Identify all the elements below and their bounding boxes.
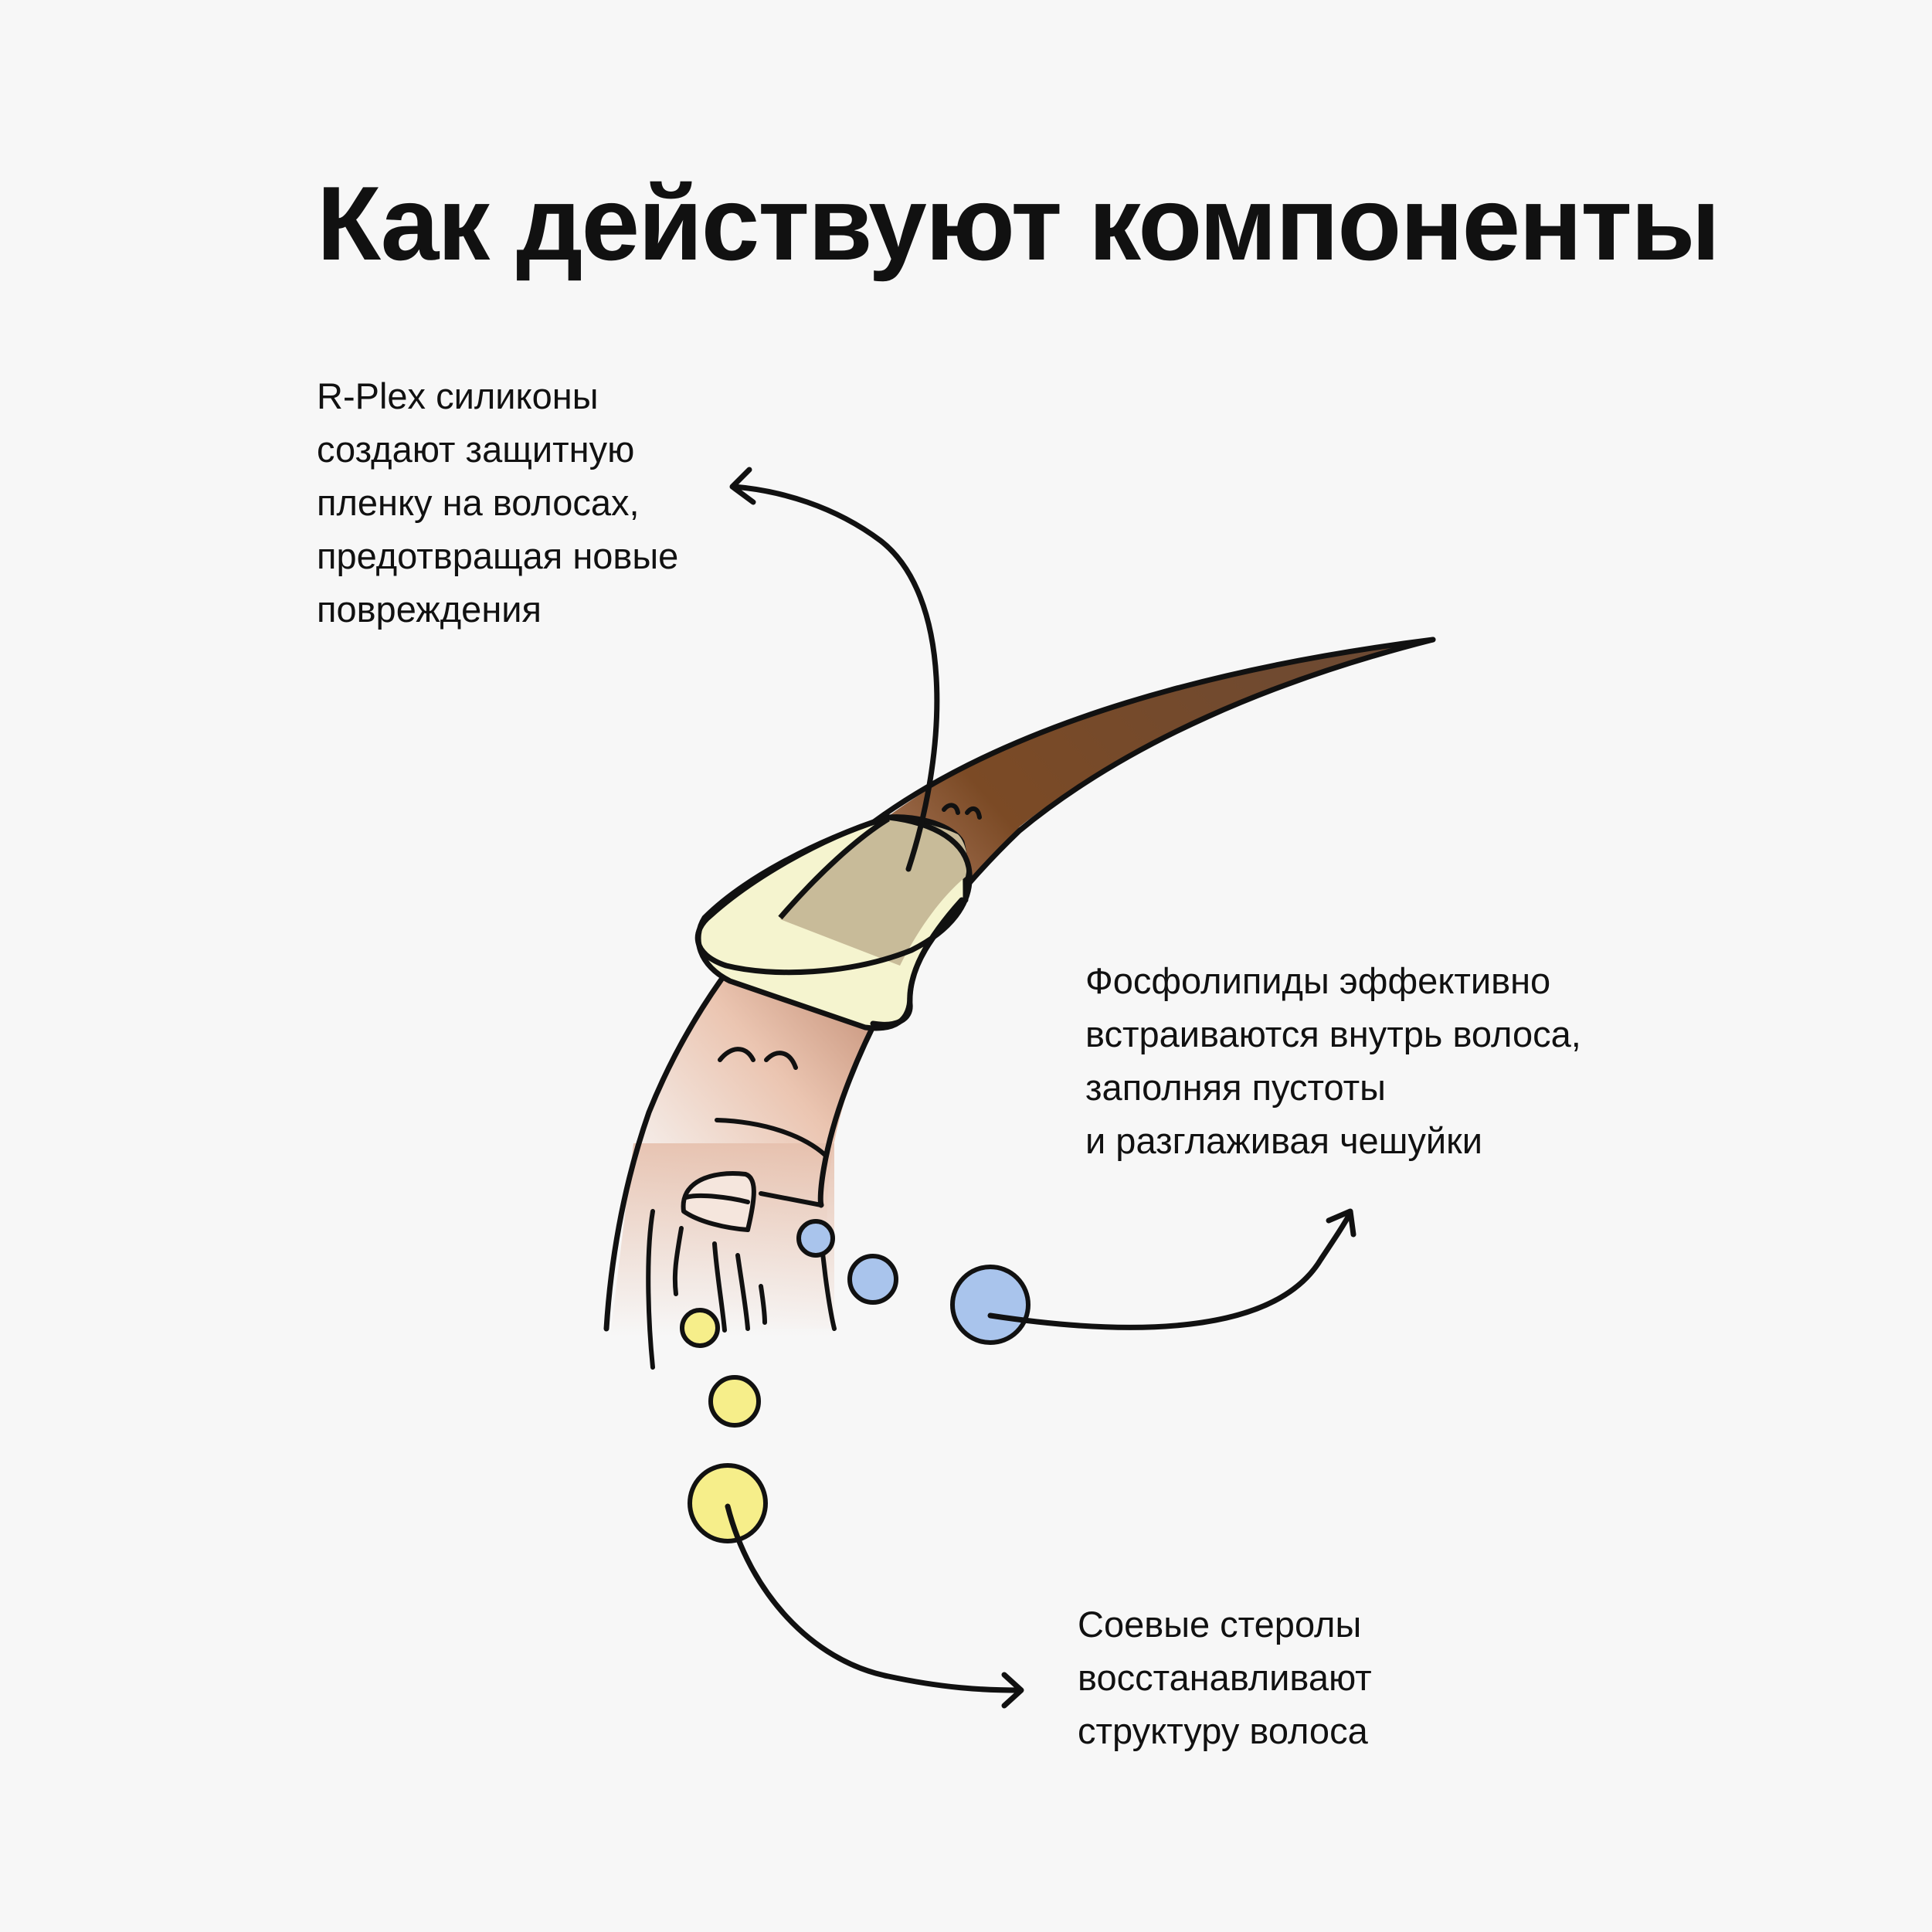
hair-root-fade	[610, 1143, 834, 1336]
caption-line: структуру волоса	[1078, 1710, 1368, 1751]
phospholipids-caption: Фосфолипиды эффективно встраиваются внут…	[1085, 954, 1581, 1167]
frayed-end-1	[646, 1209, 655, 1370]
caption-line: Соевые стеролы	[1078, 1604, 1362, 1645]
frayed-end-3	[712, 1241, 727, 1333]
sterol-particle-medium	[708, 1375, 761, 1428]
sterols-arrow	[725, 1503, 1023, 1693]
phospholipid-particle-large	[950, 1265, 1031, 1345]
cuticle-mark-2	[718, 1047, 798, 1070]
silicones-caption: R-Plex силиконы создают защитную пленку …	[317, 369, 678, 636]
caption-line: предотвращая новые	[317, 535, 679, 576]
damaged-gap	[681, 1171, 756, 1232]
frayed-end-5	[759, 1284, 767, 1325]
phospholipid-particle-medium	[847, 1254, 898, 1305]
silicones-arrow	[731, 484, 940, 872]
sterols-arrowhead	[1001, 1672, 1024, 1709]
caption-line: заполняя пустоты	[1085, 1067, 1386, 1108]
film-back-edge	[778, 817, 890, 920]
sterols-caption: Соевые стеролы восстанавливают структуру…	[1078, 1598, 1372, 1757]
caption-line: восстанавливают	[1078, 1657, 1372, 1698]
silicones-arrowhead	[729, 467, 756, 505]
caption-line: создают защитную	[317, 429, 635, 470]
film-inner-hair	[780, 819, 967, 966]
frayed-end-4	[735, 1253, 750, 1331]
sterol-particle-large	[688, 1463, 768, 1543]
caption-line: Фосфолипиды эффективно	[1085, 960, 1551, 1001]
caption-line: пленку на волосах,	[317, 482, 640, 523]
phospholipid-particle-small	[796, 1219, 835, 1258]
film-front-rim	[694, 814, 973, 976]
caption-line: R-Plex силиконы	[317, 375, 599, 416]
page-title: Как действуют компоненты	[317, 165, 1720, 282]
frayed-end-2	[672, 1226, 684, 1296]
caption-line: встраиваются внутрь волоса,	[1085, 1014, 1581, 1054]
sterol-particle-small	[680, 1308, 720, 1348]
gap-edge	[684, 1191, 823, 1207]
film-right-edge	[870, 897, 965, 1027]
cuticle-mark-1	[942, 803, 982, 820]
caption-line: повреждения	[317, 589, 542, 630]
caption-line: и разглаживая чешуйки	[1085, 1120, 1482, 1161]
cuticle-line	[715, 1118, 827, 1157]
phospholipids-arrowhead	[1326, 1208, 1356, 1238]
phospholipids-arrow	[987, 1210, 1353, 1330]
